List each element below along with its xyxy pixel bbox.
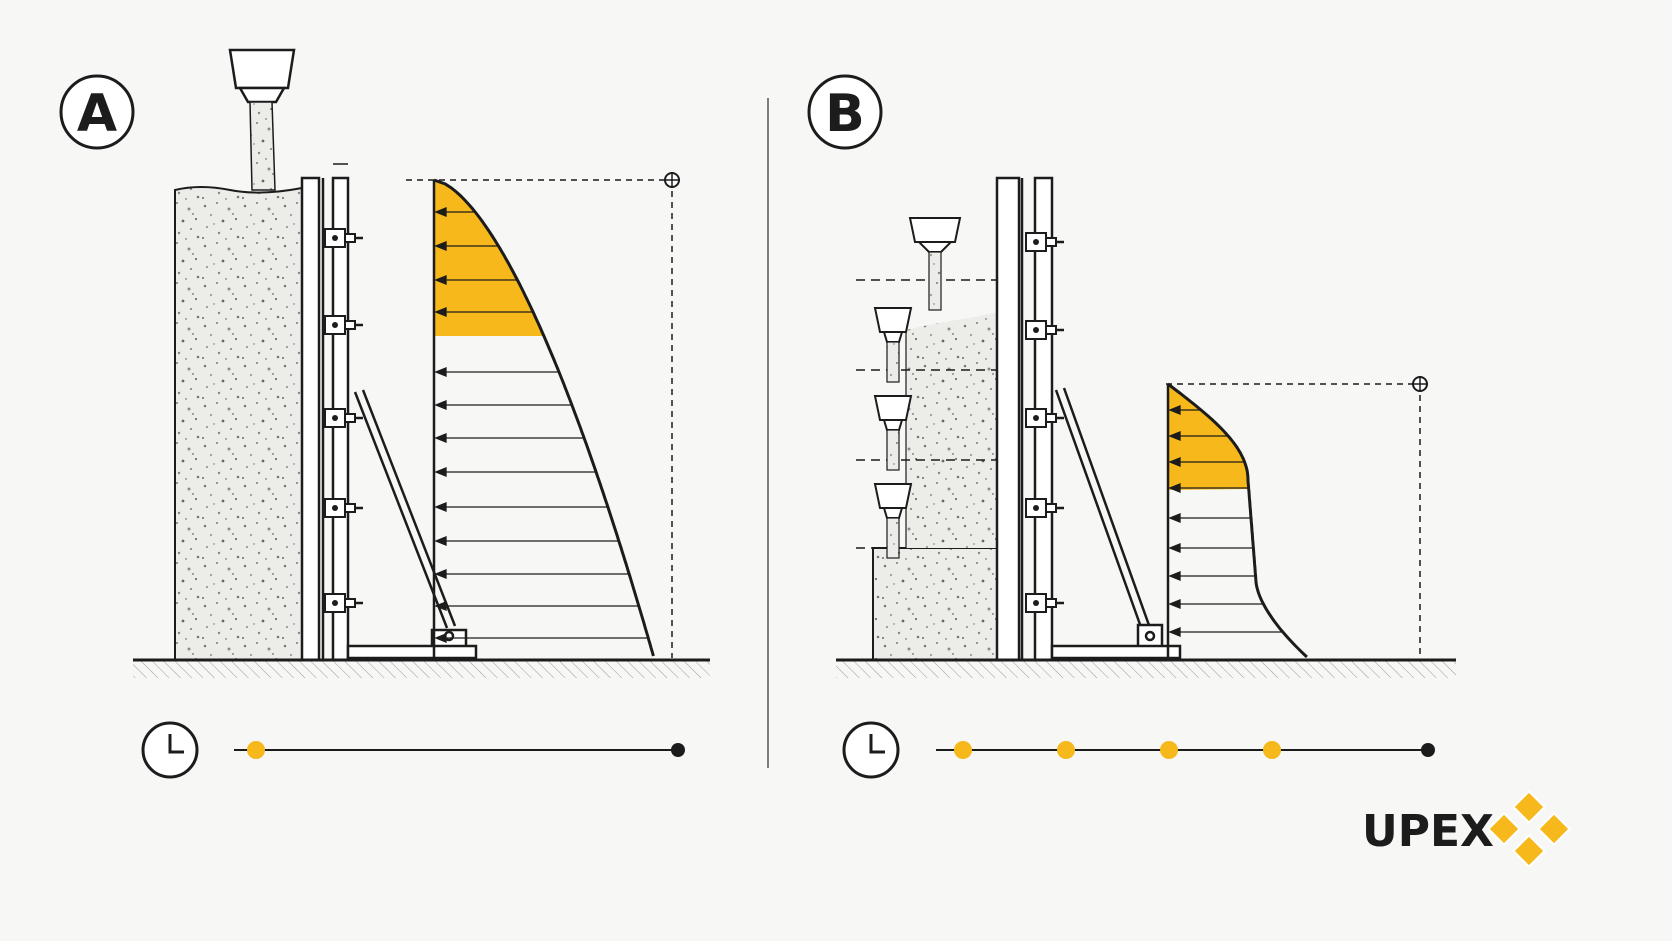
hopper-icon — [873, 395, 913, 471]
reference-target-icon — [1412, 376, 1428, 392]
formwork-clamp — [1025, 408, 1064, 428]
panel-b: B — [807, 74, 1456, 779]
timeline-a — [141, 721, 685, 779]
formwork-clamp — [1025, 320, 1064, 340]
formwork-clamp — [1025, 498, 1064, 518]
formwork-clamp — [324, 593, 363, 613]
hopper-icon — [228, 48, 296, 191]
clock-icon — [141, 721, 199, 779]
formwork-a — [300, 163, 350, 662]
reference-target-icon — [664, 172, 680, 188]
timeline-end-marker — [671, 743, 685, 757]
panel-b-label: B — [825, 84, 865, 144]
concrete-wall-a — [174, 186, 303, 661]
formwork-clamp — [324, 228, 363, 248]
ground-a — [133, 658, 710, 678]
brand-name: UPEX — [1362, 806, 1494, 857]
formwork-clamp — [324, 408, 363, 428]
panel-a: A — [59, 48, 710, 779]
formwork-clamps-b — [1025, 232, 1064, 613]
pressure-diagram-a — [406, 172, 680, 658]
panel-b-badge — [807, 74, 883, 150]
panel-a-badge — [59, 74, 135, 150]
pressure-diagram-b — [1166, 376, 1428, 659]
panel-a-label: A — [77, 84, 117, 144]
pour-marker — [1263, 741, 1281, 759]
formwork-clamp — [324, 315, 363, 335]
timeline-b — [842, 721, 1435, 779]
hopper-icon — [908, 217, 962, 311]
hoppers-b — [873, 217, 962, 559]
formwork-clamps-a — [324, 228, 363, 613]
pour-marker — [954, 741, 972, 759]
hopper-icon — [873, 307, 913, 383]
support-brace-b — [1050, 387, 1182, 660]
clock-icon — [842, 721, 900, 779]
hopper-icon — [873, 483, 913, 559]
timeline-end-marker — [1421, 743, 1435, 757]
formwork-clamp — [1025, 593, 1064, 613]
support-brace-a — [346, 389, 478, 660]
ground-b — [836, 658, 1456, 678]
pour-marker — [1057, 741, 1075, 759]
formwork-clamp — [1025, 232, 1064, 252]
formwork-clamp — [324, 498, 363, 518]
pour-marker — [247, 741, 265, 759]
pour-marker — [1160, 741, 1178, 759]
logo-diamonds-icon — [1487, 790, 1571, 868]
upex-logo: UPEX — [1362, 790, 1571, 868]
concrete-layers-b — [872, 310, 1007, 661]
